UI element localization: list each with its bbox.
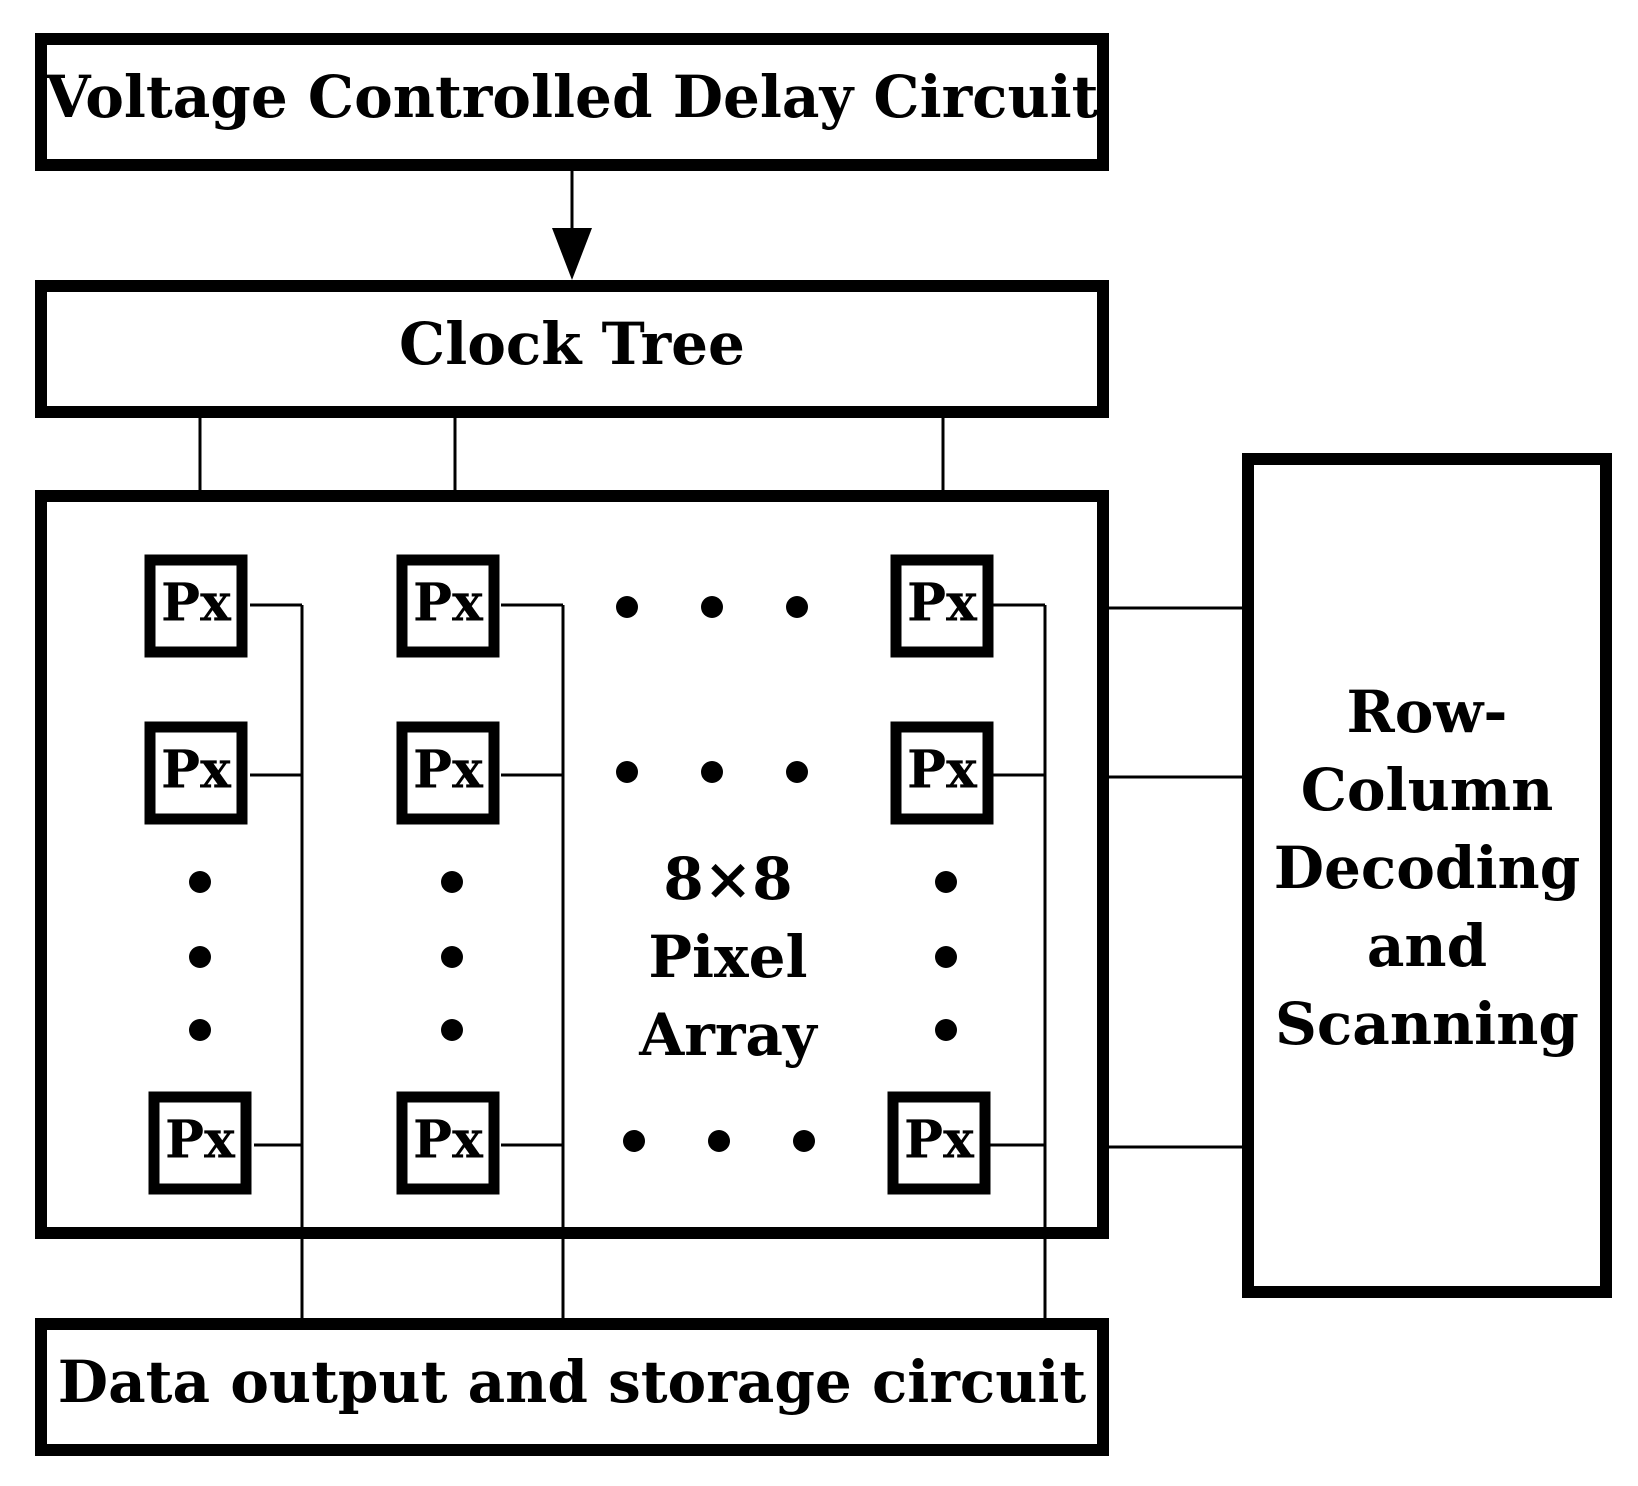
pixel-cell: Px: [396, 1091, 500, 1195]
pixel-cell: Px: [144, 721, 248, 825]
pixel-label: Px: [413, 573, 484, 634]
pixel-label: Px: [904, 1110, 975, 1171]
pixel-label: Px: [161, 740, 232, 801]
pixel-array-label-line-2: Pixel: [648, 923, 807, 991]
clock-branches: [198, 418, 945, 490]
pixel-label: Px: [413, 740, 484, 801]
decoder-block: Row- Column Decoding and Scanning: [1242, 453, 1612, 1298]
pixel-label: Px: [161, 573, 232, 634]
pixel-label: Px: [165, 1110, 236, 1171]
pixel-cells: Px Px Px Px Px Px Px Px: [144, 554, 994, 1195]
row-wires: [1109, 606, 1245, 1149]
pixel-array-label-line-3: Array: [638, 1001, 819, 1069]
vcdl-block: Voltage Controlled Delay Circuit: [35, 33, 1109, 171]
pixel-cell: Px: [887, 1091, 991, 1195]
decoder-label-line-4: and: [1367, 912, 1487, 980]
pixel-cell: Px: [890, 554, 994, 658]
vcdl-label: Voltage Controlled Delay Circuit: [45, 63, 1099, 131]
pixel-label: Px: [907, 740, 978, 801]
decoder-label-line-3: Decoding: [1274, 834, 1581, 902]
decoder-label-line-5: Scanning: [1275, 990, 1579, 1058]
pixel-array-label: 8×8 Pixel Array: [638, 845, 819, 1069]
ellipsis-dots: [189, 596, 957, 1152]
output-block: Data output and storage circuit: [35, 1318, 1109, 1456]
clock-tree-block: Clock Tree: [35, 280, 1109, 418]
pixel-cell: Px: [144, 554, 248, 658]
pixel-cell: Px: [396, 721, 500, 825]
column-wires: [250, 603, 1047, 1318]
decoder-label-line-1: Row-: [1347, 678, 1508, 746]
pixel-array-label-line-1: 8×8: [663, 845, 792, 913]
pixel-label: Px: [907, 573, 978, 634]
clock-tree-label: Clock Tree: [399, 310, 745, 378]
pixel-cell: Px: [396, 554, 500, 658]
pixel-cell: Px: [890, 721, 994, 825]
decoder-label-line-2: Column: [1301, 756, 1554, 824]
vcdl-to-clock-arrow: [552, 171, 592, 280]
pixel-cell: Px: [148, 1091, 252, 1195]
output-label: Data output and storage circuit: [58, 1348, 1087, 1416]
pixel-label: Px: [413, 1110, 484, 1171]
